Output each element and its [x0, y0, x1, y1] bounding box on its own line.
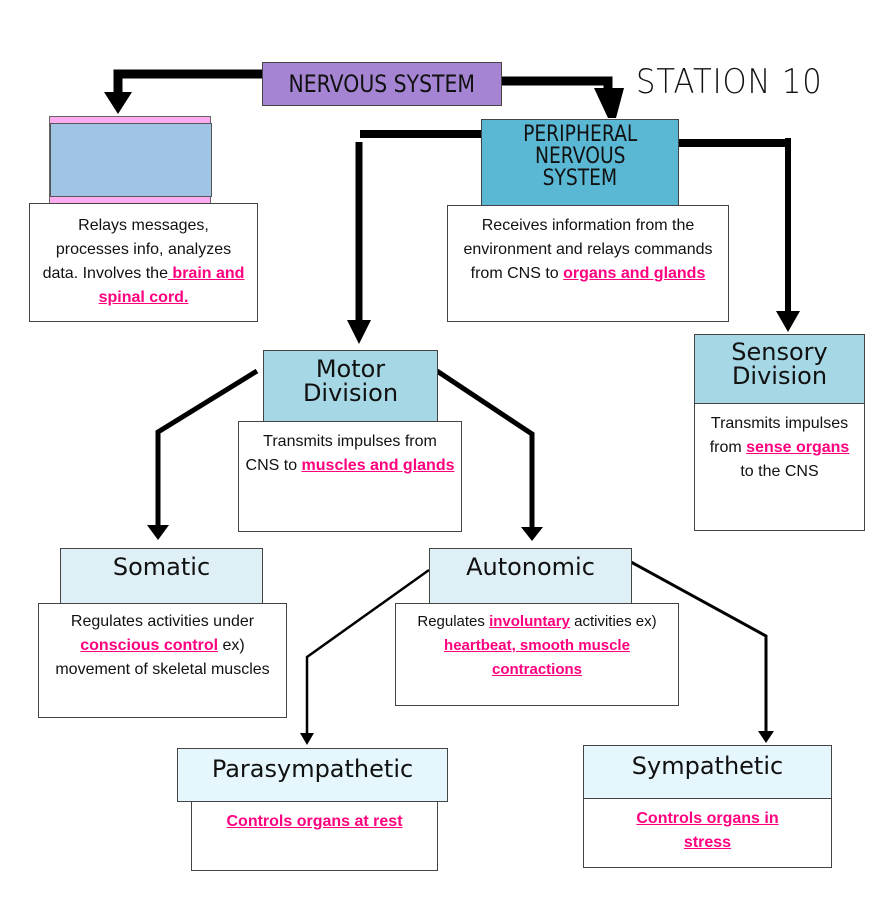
arrow-autonomic-to-parasympathetic [305, 568, 430, 735]
nervous-system-box: NERVOUS SYSTEM [262, 62, 502, 106]
arrow-head-autonomic [521, 527, 543, 541]
parasympathetic-description: Controls organs at rest [191, 801, 438, 871]
arrow-autonomic-to-sympathetic [630, 560, 768, 733]
pns-label-line-3: SYSTEM [542, 166, 618, 191]
parasympathetic-desc-highlight: Controls organs at rest [226, 813, 403, 830]
arrow-ns-to-cns [113, 69, 262, 95]
arrow-head-sympathetic [758, 731, 774, 743]
cns-header-blank [50, 123, 212, 197]
autonomic-desc-text-1: Regulates [417, 613, 485, 630]
arrow-head-motor [347, 320, 371, 344]
motor-label-line-1: Motor [315, 355, 386, 383]
somatic-desc-text-before: Regulates activities under [70, 613, 255, 630]
autonomic-desc-highlight-2: heartbeat, smooth muscle contractions [444, 637, 630, 678]
sympathetic-label: Sympathetic [631, 752, 784, 780]
somatic-desc-text-after: ex) movement of skeletal muscles [55, 637, 270, 678]
arrow-ns-to-pns [502, 76, 613, 90]
station-title: STATION 10 [636, 62, 823, 102]
arrow-head-sensory [776, 311, 800, 332]
somatic-description: Regulates activities under conscious con… [38, 603, 287, 718]
autonomic-description: Regulates involuntary activities ex) hea… [395, 603, 679, 706]
pns-desc-text: Receives information from the environmen… [463, 217, 713, 282]
arrow-head-somatic [147, 525, 169, 540]
pns-label-line-1: PERIPHERAL [522, 122, 638, 147]
autonomic-desc-text-2: activities ex) [574, 613, 657, 630]
autonomic-desc-highlight-1: involuntary [489, 613, 570, 630]
sympathetic-description: Controls organs in stress [583, 798, 832, 868]
pns-desc-highlight: organs and glands [563, 265, 706, 282]
somatic-header: Somatic [60, 548, 263, 604]
motor-desc-text: Transmits impulses from CNS to [245, 433, 437, 474]
autonomic-label: Autonomic [466, 553, 595, 581]
cns-desc-text: Relays messages, processes info, analyze… [42, 217, 232, 282]
parasympathetic-header: Parasympathetic [177, 748, 448, 802]
sensory-label-line-1: Sensory [731, 338, 828, 366]
sensory-desc-text-after: to the CNS [740, 463, 819, 480]
motor-desc-highlight: muscles and glands [301, 457, 455, 474]
nervous-system-label: NERVOUS SYSTEM [288, 70, 476, 98]
autonomic-header: Autonomic [429, 548, 632, 604]
sensory-label-line-2: Division [731, 362, 828, 390]
sensory-division-description: Transmits impulses from sense organs to … [694, 403, 865, 531]
somatic-desc-highlight: conscious control [80, 637, 219, 654]
cns-description: Relays messages, processes info, analyze… [29, 203, 258, 322]
sympathetic-desc-highlight: Controls organs in stress [636, 810, 779, 851]
pns-header: PERIPHERAL NERVOUS SYSTEM [481, 119, 679, 206]
sensory-desc-highlight: sense organs [746, 439, 850, 456]
arrow-motor-to-autonomic [435, 368, 535, 530]
somatic-label: Somatic [112, 553, 211, 581]
pns-description: Receives information from the environmen… [447, 205, 729, 322]
sensory-division-header: Sensory Division [694, 334, 865, 404]
sensory-desc-text-before: Transmits impulses from [709, 415, 849, 456]
sympathetic-header: Sympathetic [583, 745, 832, 799]
motor-label-line-2: Division [302, 379, 399, 407]
arrow-head-parasympathetic [300, 733, 314, 745]
arrow-head-cns [104, 92, 132, 114]
cns-desc-highlight: brain and spinal cord. [98, 265, 245, 306]
motor-division-description: Transmits impulses from CNS to muscles a… [238, 421, 462, 532]
parasympathetic-label: Parasympathetic [211, 755, 414, 783]
pns-label-line-2: NERVOUS [534, 144, 626, 169]
arrow-motor-to-somatic [155, 368, 259, 528]
motor-division-header: Motor Division [263, 350, 438, 422]
